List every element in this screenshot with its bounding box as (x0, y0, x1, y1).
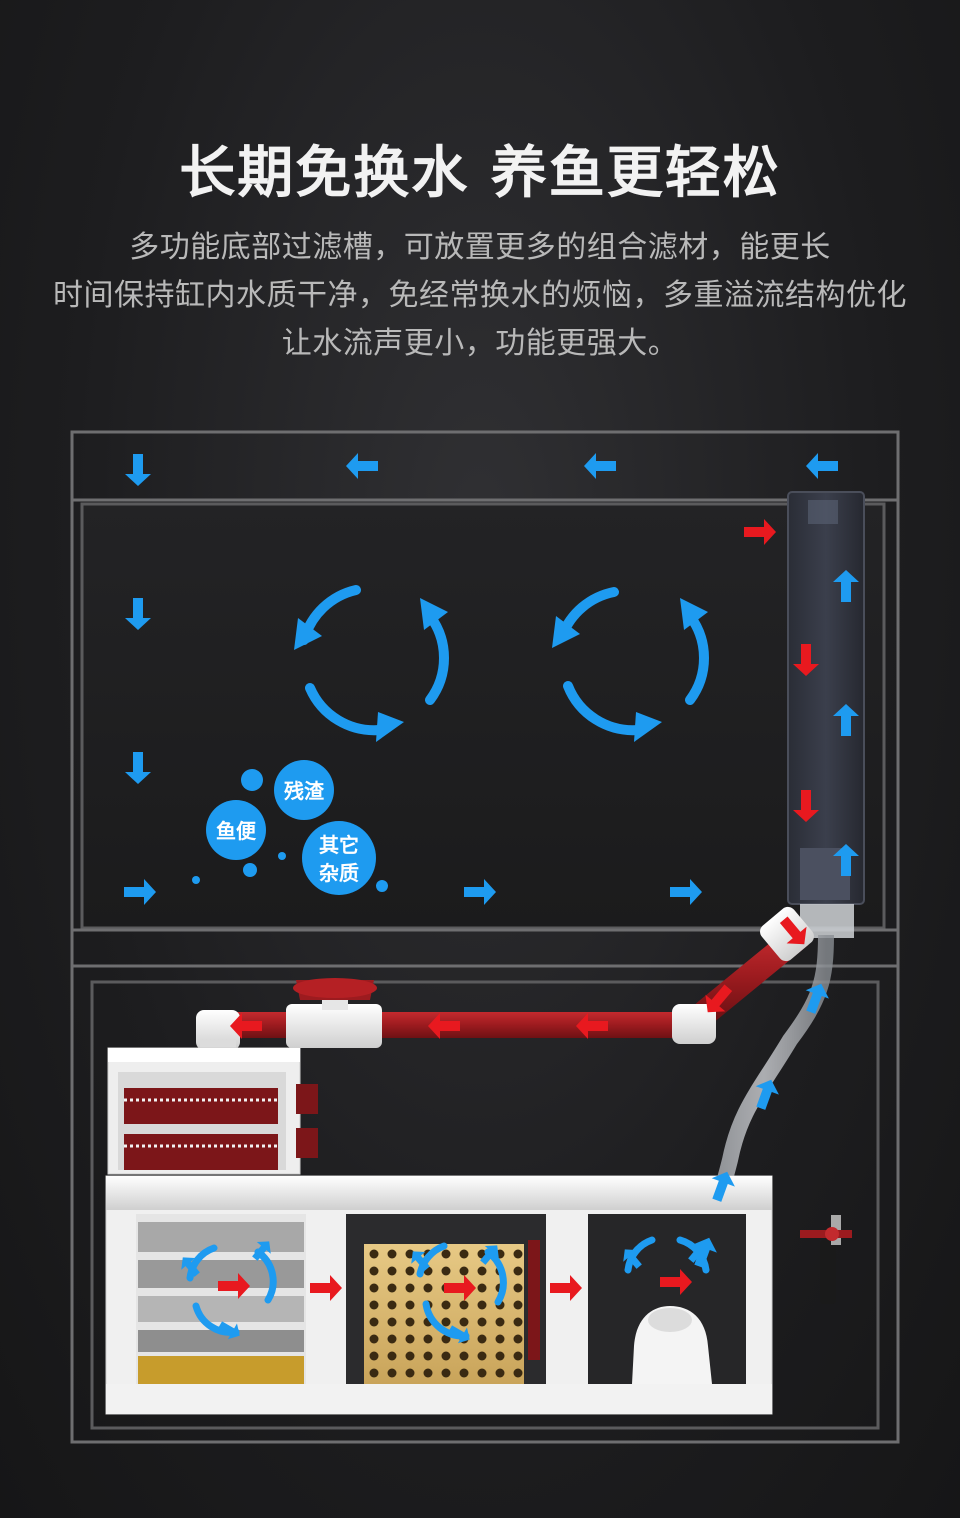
other-impurities-label-1: 其它 (319, 833, 359, 857)
arrow-icon (346, 453, 378, 479)
sump-tank (106, 1176, 772, 1414)
top-filter-box (108, 1048, 318, 1174)
arrow-icon (125, 454, 151, 486)
other-impurities-label-2: 杂质 (319, 861, 359, 885)
fish-waste-label: 鱼便 (216, 819, 257, 843)
arrow-icon (584, 453, 616, 479)
arrow-icon (806, 453, 838, 479)
residue-label: 残渣 (284, 779, 325, 803)
